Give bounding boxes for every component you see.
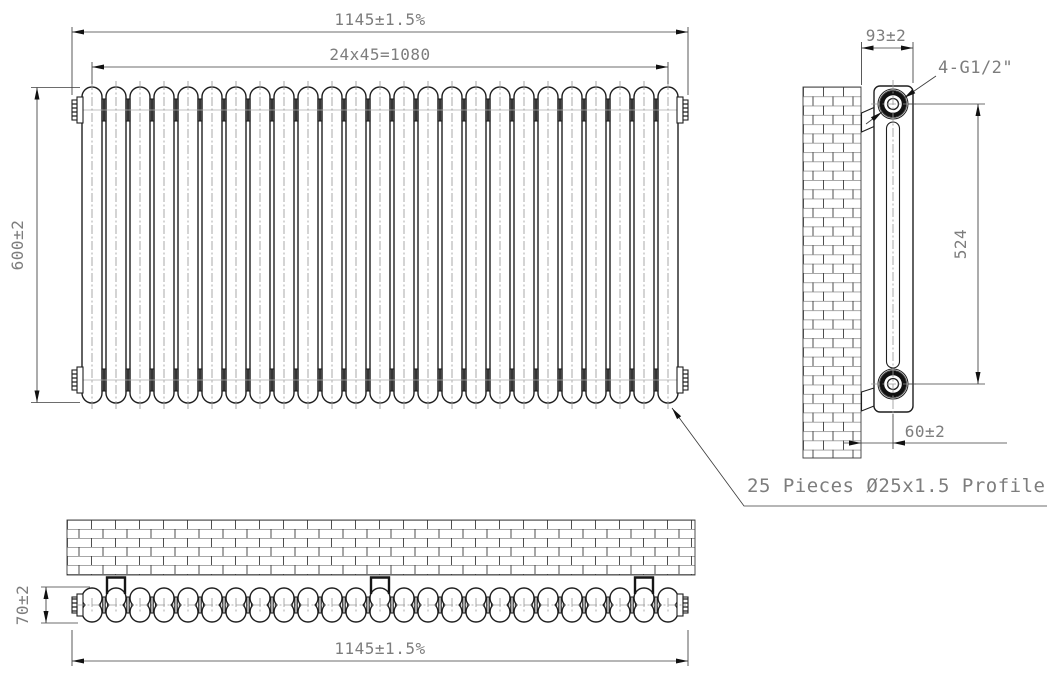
fitting-plug: [682, 99, 689, 121]
thread-label: 4-G1/2": [938, 58, 1013, 78]
dim-side-wall-offset: 60±2: [844, 414, 1007, 449]
wall-bracket: [105, 576, 127, 594]
side-view: 93±2 4-G1/2" 524 60±2: [802, 26, 1013, 459]
top-center-marks: [91, 598, 669, 612]
fitting-thread-hatch: [72, 598, 77, 612]
fitting-plug: [682, 369, 689, 391]
fitting-thread-hatch: [683, 103, 688, 117]
thread-callout: 4-G1/2": [865, 58, 1013, 125]
top-depth-label: 70±2: [13, 585, 32, 626]
dim-front-tube-centers: 24x45=1080: [91, 45, 669, 84]
fitting-body: [76, 96, 84, 124]
front-total-width-label: 1145±1.5%: [334, 10, 425, 29]
front-tube-centerlines: [91, 81, 669, 409]
front-height-label: 600±2: [8, 220, 27, 271]
dim-side-depth: 93±2: [861, 26, 914, 85]
fitting-body: [676, 96, 684, 124]
side-wall-offset-label: 60±2: [905, 422, 946, 441]
top-tube-sections: [81, 587, 679, 623]
dim-front-height: 600±2: [8, 87, 80, 403]
top-total-width-label: 1145±1.5%: [334, 639, 425, 658]
dim-top-depth: 70±2: [13, 585, 90, 626]
front-view: 1145±1.5% 24x45=1080 600±2: [8, 10, 689, 409]
wall-bracket: [369, 576, 391, 594]
wall-bracket: [633, 576, 655, 594]
side-wall-bracket-bottom: [860, 387, 875, 412]
top-wall-hatch: [66, 519, 696, 576]
front-pipe-fittings: [71, 96, 689, 394]
fitting-plug: [71, 369, 78, 391]
fitting-thread-hatch: [72, 103, 77, 117]
dim-front-total-width: 1145±1.5%: [71, 10, 689, 95]
pieces-callout: 25 Pieces Ø25x1.5 Profile: [671, 407, 1047, 507]
fitting-plug: [71, 99, 78, 121]
dim-top-total-width: 1145±1.5%: [71, 630, 689, 666]
side-connection-centers-label: 524: [951, 229, 970, 259]
fitting-body: [676, 366, 684, 394]
fitting-thread-hatch: [72, 373, 77, 387]
pieces-callout-label: 25 Pieces Ø25x1.5 Profile: [747, 475, 1045, 497]
fitting-thread-hatch: [683, 598, 688, 612]
fitting-thread-hatch: [683, 373, 688, 387]
dim-side-connection-centers: 524: [908, 103, 985, 385]
top-view: 70±2 1145±1.5%: [13, 519, 696, 666]
fitting-body: [76, 366, 84, 394]
side-wall-hatch: [802, 86, 862, 459]
front-tube-centers-label: 24x45=1080: [329, 45, 430, 64]
side-depth-label: 93±2: [866, 26, 907, 45]
top-wall-brackets: [105, 576, 655, 594]
